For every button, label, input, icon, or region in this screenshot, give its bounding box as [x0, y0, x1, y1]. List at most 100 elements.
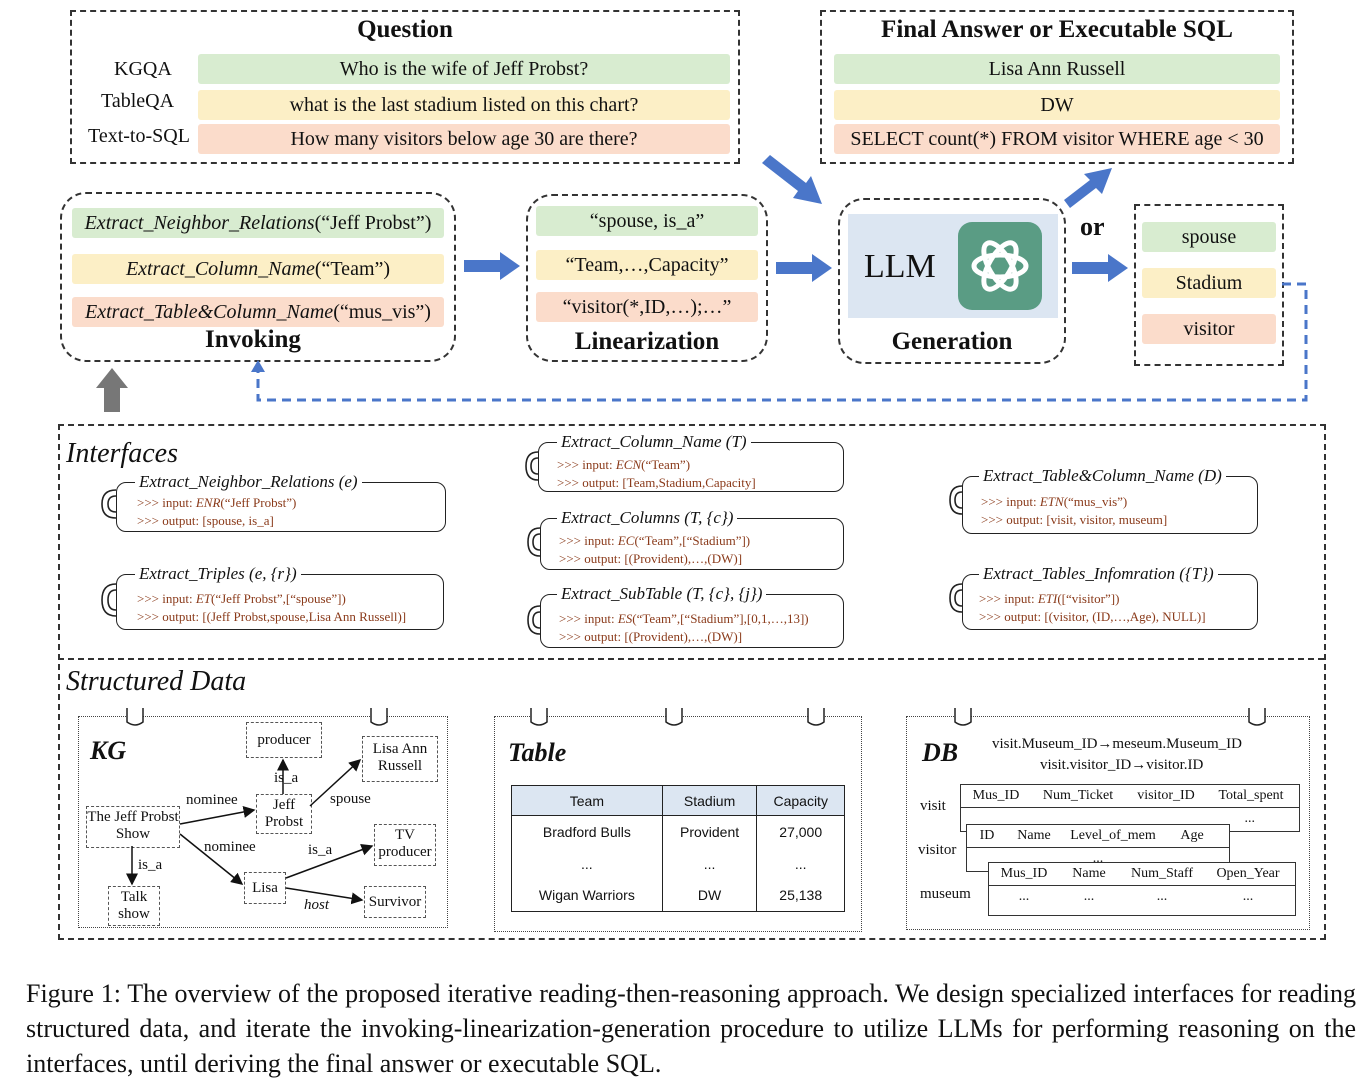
db-col: Name [1072, 866, 1106, 881]
interface-fn: ET [195, 591, 212, 606]
invoke-call-3: Extract_Table&Column_Name(“mus_vis”) [72, 297, 444, 327]
table-cell: 27,000 [756, 815, 845, 848]
linearization-box: “spouse, is_a” “Team,…,Capacity” “visito… [526, 194, 768, 362]
kg-node-talk-show: Talk show [108, 886, 160, 926]
results-box: spouse Stadium visitor [1134, 204, 1284, 366]
db-more: ... [1156, 889, 1168, 904]
linear-row-1: “spouse, is_a” [536, 206, 758, 236]
table-header-cell: Team [569, 792, 604, 809]
interface-args: (“Team”,[“Stadium”]) [634, 533, 751, 548]
output-prefix: >>> output: [137, 513, 203, 528]
db-col: ID [979, 828, 995, 843]
input-prefix: >>> input: [559, 611, 618, 626]
linear-row-2: “Team,…,Capacity” [536, 250, 758, 280]
final-answer-box: Final Answer or Executable SQL Lisa Ann … [820, 10, 1294, 164]
interface-card: Extract_Neighbor_Relations (e) >>> input… [116, 472, 446, 532]
final-answer-sql: SELECT count(*) FROM visitor WHERE age <… [834, 124, 1280, 154]
interface-args: (“Team”,[“Stadium”],[0,1,…,13]) [632, 611, 809, 626]
db-table-name: museum [920, 886, 971, 902]
db-col: Level_of_mem [1070, 828, 1156, 843]
db-more: ... [1092, 851, 1104, 866]
table-row: ... ... ... [512, 847, 845, 880]
scroll-curl-icon [527, 605, 541, 635]
table-header-cell: Stadium [661, 785, 757, 816]
interface-input: >>> input: ET(“Jeff Probst”,[“spouse”]) [137, 591, 346, 607]
interface-output-value: [(visitor, (ID,…,Age), NULL)] [1044, 609, 1206, 624]
chatgpt-logo-icon [958, 222, 1042, 310]
interface-card: Extract_Triples (e, {r}) >>> input: ET(“… [116, 564, 444, 630]
table-cell: Provident [661, 815, 757, 848]
kg-node-jeff-probst-show: The Jeff Probst Show [86, 806, 180, 848]
scroll-curl-icon [527, 527, 541, 557]
interface-output: >>> output: [(Provident),…,(DW)] [559, 629, 742, 645]
question-box: Question KGQA TableQA Text-to-SQL Who is… [70, 10, 740, 164]
interface-name: Extract_Table&Column_Name (D) [979, 466, 1226, 486]
interface-fn: ENR [195, 495, 221, 510]
interface-name: Extract_Triples (e, {r}) [135, 564, 301, 584]
invoke-call-3-arg: (“mus_vis”) [333, 301, 431, 323]
db-col: Open_Year [1216, 866, 1280, 881]
interface-card: Extract_SubTable (T, {c}, {j}) >>> input… [540, 584, 844, 648]
final-answer-title: Final Answer or Executable SQL [881, 16, 1233, 43]
invoke-call-1: Extract_Neighbor_Relations(“Jeff Probst”… [72, 208, 444, 238]
db-col: Mus_ID [972, 788, 1020, 803]
hanger-icon [126, 708, 144, 726]
kg-edge-label: spouse [330, 791, 371, 807]
db-col: Name [1017, 828, 1051, 843]
kg-edge-label: nominee [204, 839, 256, 855]
interface-args: (“Team”) [641, 457, 691, 472]
table-header-row: Team Stadium Capacity [511, 785, 845, 816]
db-col: Num_Ticket [1042, 788, 1114, 803]
table-cell: Wigan Warriors [538, 887, 635, 904]
interface-output-value: [(Provident),…,(DW)] [624, 551, 743, 566]
db-col: Num_Staff [1131, 866, 1193, 881]
invoke-call-2: Extract_Column_Name(“Team”) [72, 254, 444, 284]
scroll-curl-icon [525, 451, 539, 481]
output-prefix: >>> output: [979, 609, 1045, 624]
invoke-call-1-arg: (“Jeff Probst”) [314, 212, 432, 234]
question-kgqa: Who is the wife of Jeff Probst? [198, 54, 730, 84]
interface-input: >>> input: ETI([“visitor”]) [979, 591, 1119, 607]
scroll-curl-icon [949, 583, 963, 613]
table-row: Bradford Bulls Provident 27,000 [512, 815, 845, 848]
question-label-text2sql: Text-to-SQL [88, 125, 190, 147]
db-more: ... [1083, 889, 1095, 904]
db-col: Total_spent [1218, 788, 1284, 803]
kg-title: KG [90, 736, 127, 765]
feedback-loop-line [256, 282, 1308, 402]
hanger-icon [807, 708, 825, 726]
interface-input: >>> input: ES(“Team”,[“Stadium”],[0,1,…,… [559, 611, 809, 627]
question-text2sql: How many visitors below age 30 are there… [198, 124, 730, 154]
db-table-museum: Mus_ID Name Num_Staff Open_Year ... ... … [988, 862, 1296, 916]
output-prefix: >>> output: [559, 629, 625, 644]
kg-node-lisa: Lisa [244, 872, 286, 904]
interface-output: >>> output: [(Jeff Probst,spouse,Lisa An… [137, 609, 406, 625]
kg-node-producer: producer [246, 722, 322, 758]
db-header-row: ID Name Level_of_mem Age [967, 825, 1229, 848]
db-col: Mus_ID [1000, 866, 1048, 881]
kg-edge-label: nominee [186, 792, 238, 808]
db-fk-1: visit.Museum_ID→meseum.Museum_ID [992, 736, 1242, 752]
structured-title: Structured Data [66, 666, 247, 697]
invoke-call-1-fn: Extract_Neighbor_Relations [84, 212, 315, 234]
kg-node-tv-producer: TV producer [374, 824, 436, 866]
result-visitor: visitor [1142, 314, 1276, 344]
input-prefix: >>> input: [979, 591, 1038, 606]
linearization-title: Linearization [574, 328, 720, 355]
question-tableqa: what is the last stadium listed on this … [198, 90, 730, 120]
hanger-icon [1248, 708, 1266, 726]
interfaces-title: Interfaces [66, 438, 178, 469]
scroll-curls [101, 451, 963, 635]
generation-title: Generation [891, 328, 1013, 355]
table-title: Table [508, 738, 567, 767]
interface-input: >>> input: EC(“Team”,[“Stadium”]) [559, 533, 750, 549]
question-label-tableqa: TableQA [101, 90, 175, 112]
scroll-curl-icon [101, 489, 117, 519]
generation-box: LLM Generation [838, 198, 1066, 364]
table-cell: Bradford Bulls [542, 823, 631, 840]
panel-hangers [126, 708, 1266, 726]
db-table-name: visit [920, 798, 946, 814]
interface-input: >>> input: ECN(“Team”) [557, 457, 690, 473]
llm-label: LLM [864, 248, 936, 285]
interface-output: >>> output: [(Provident),…,(DW)] [559, 551, 742, 567]
